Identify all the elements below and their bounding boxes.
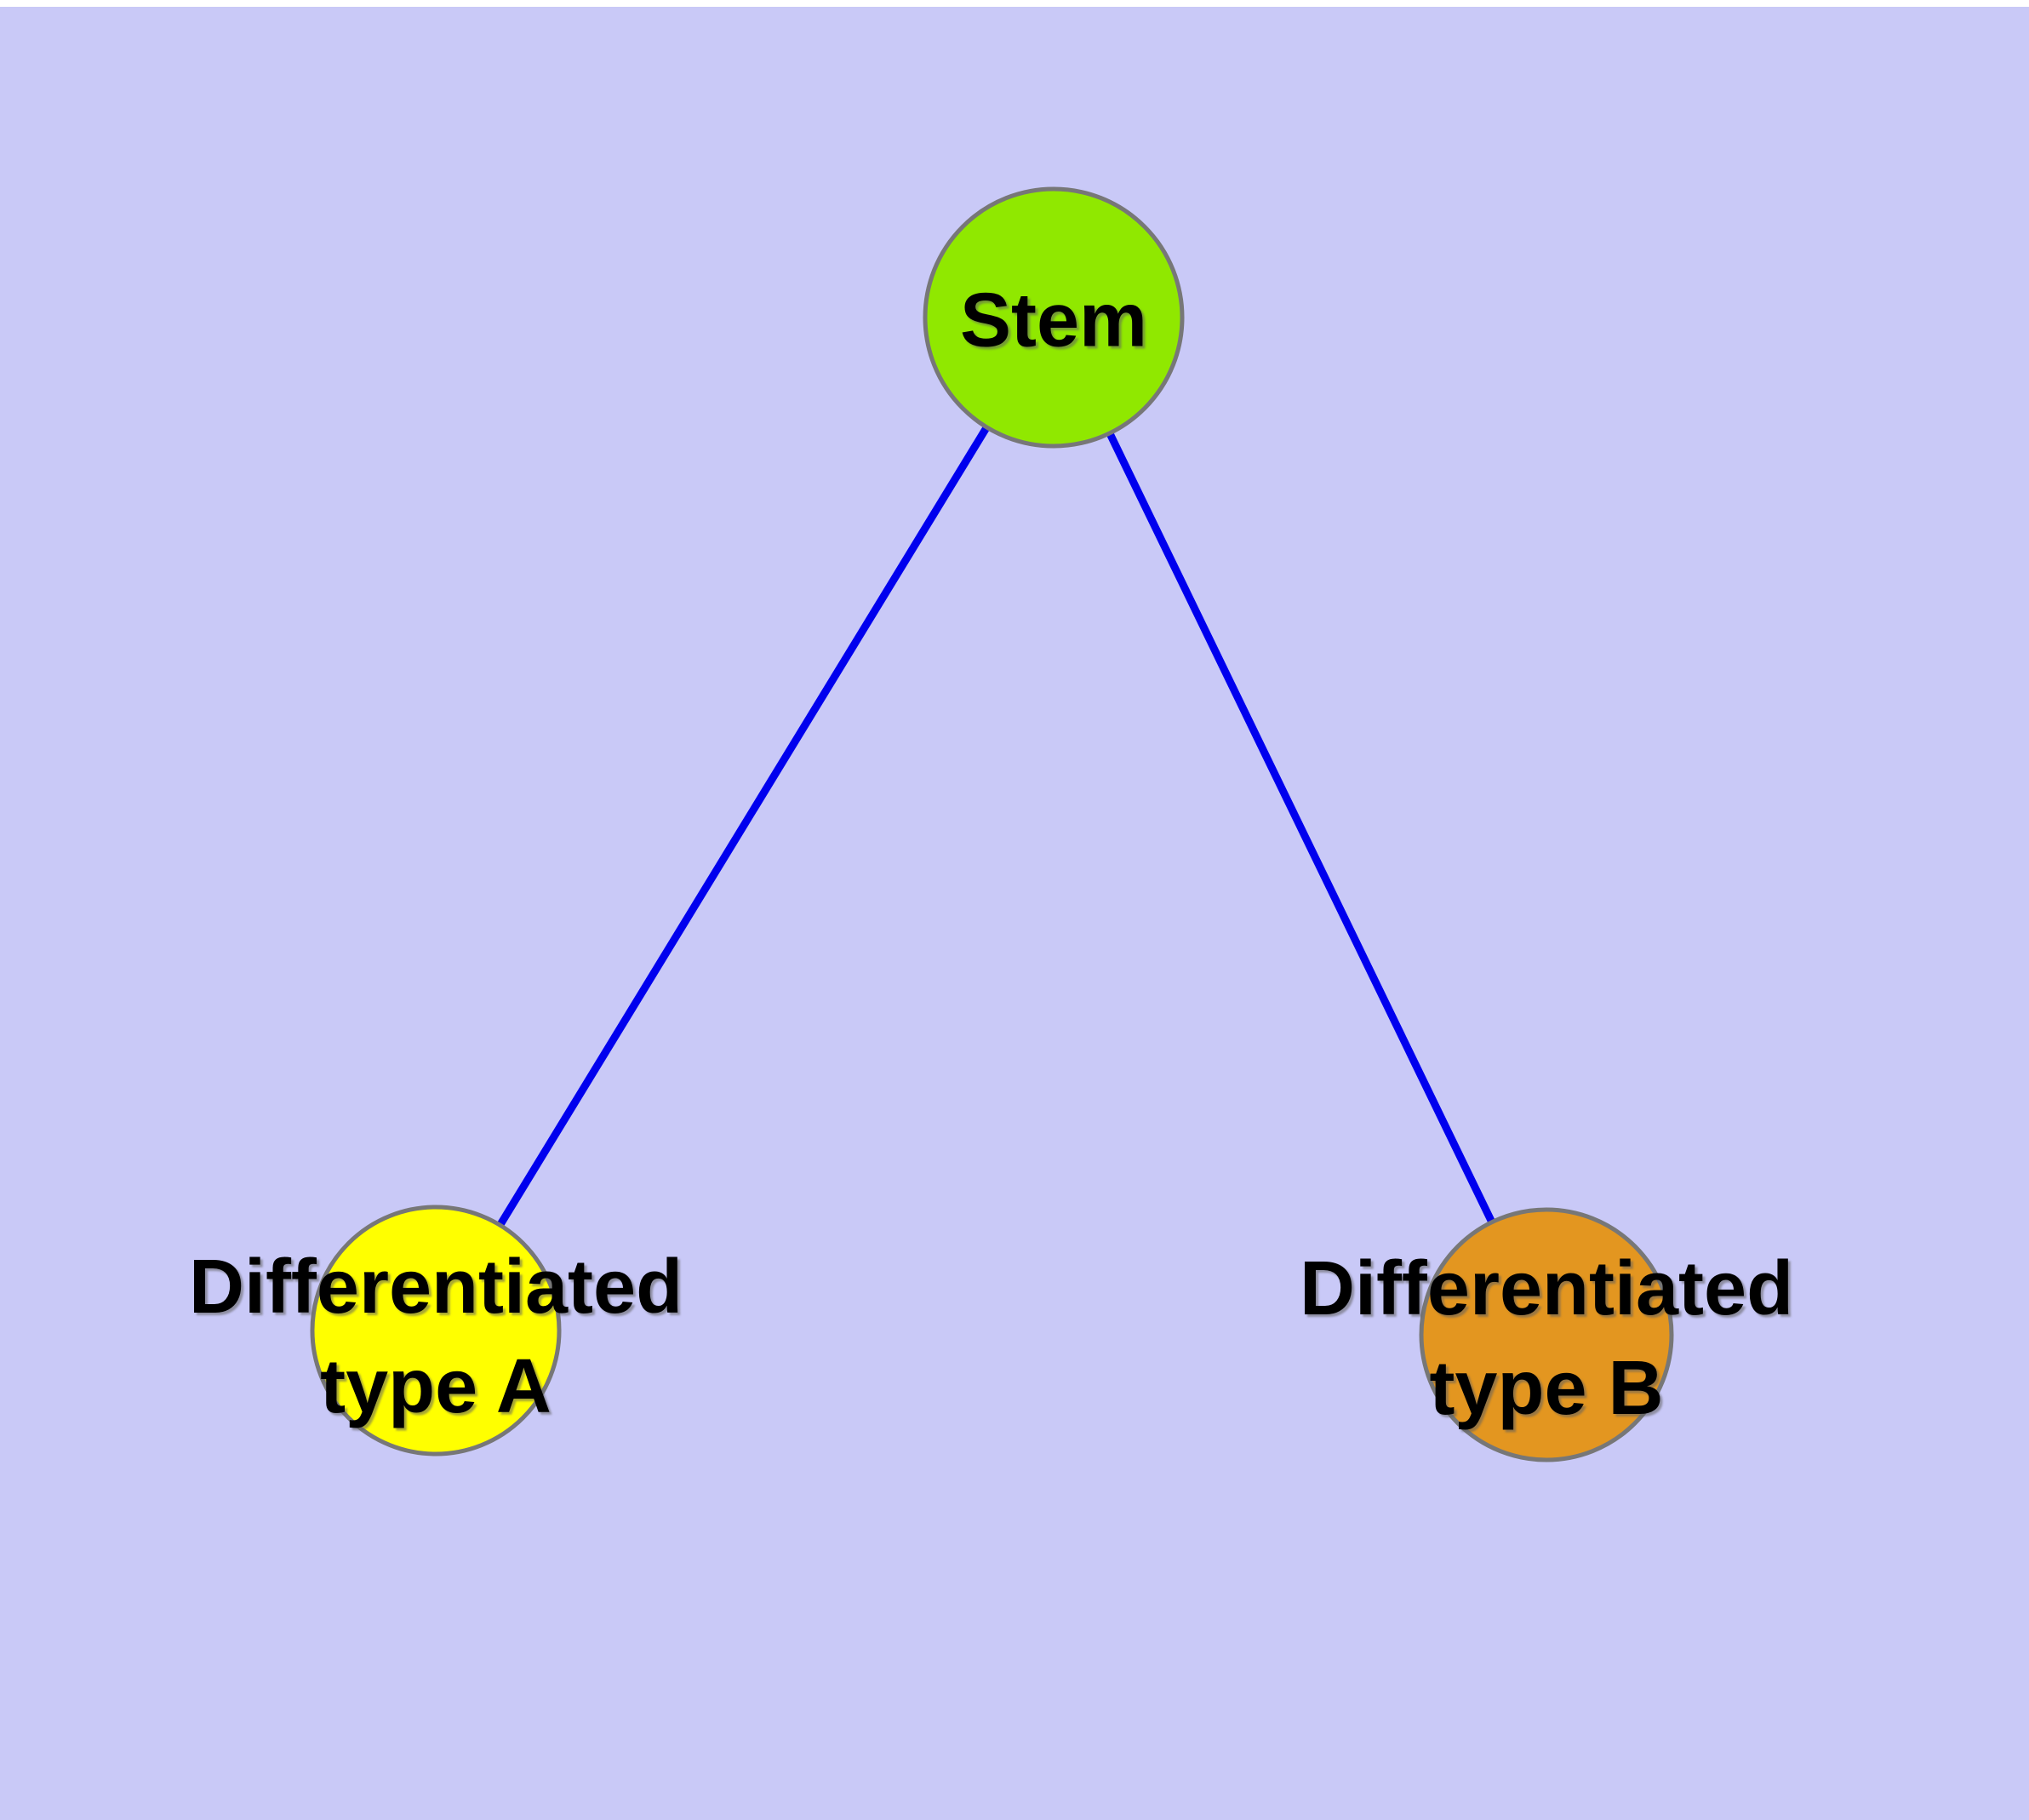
edge-stem-to-type-a [432, 313, 1058, 1335]
edge-stem-to-type-b [1049, 313, 1551, 1339]
node-type-a-circle [310, 1205, 562, 1457]
diagram-canvas: Stem Differentiated type A Differentiate… [0, 7, 2029, 1820]
node-stem-circle [923, 186, 1185, 449]
node-type-b-circle [1419, 1207, 1674, 1462]
